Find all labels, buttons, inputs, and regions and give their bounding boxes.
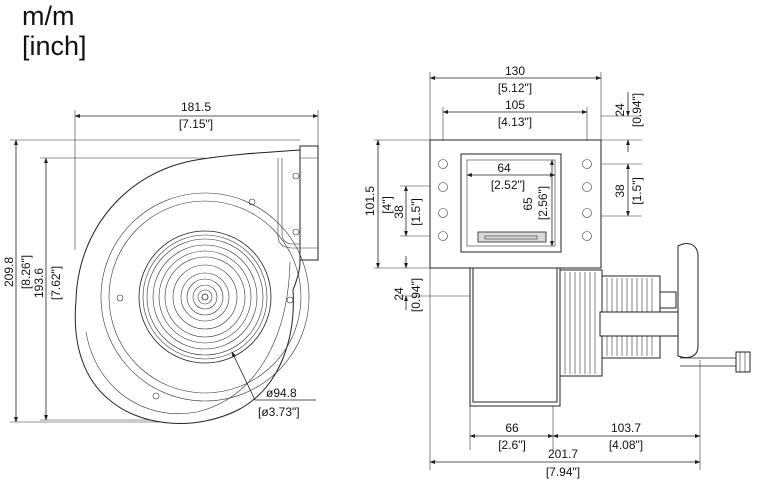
scroll-housing xyxy=(74,149,301,424)
dim-top-offset-in: [0.94"] xyxy=(630,93,644,127)
dim-flange-width-mm: 130 xyxy=(505,64,525,78)
dim-housing-depth-in: [2.6"] xyxy=(498,438,526,452)
dim-outlet-height-in: [2.56"] xyxy=(536,186,550,220)
dim-hole-pitch-left-in: [1.5"] xyxy=(409,198,423,226)
dim-outlet-width-mm: 64 xyxy=(497,161,511,175)
dim-outlet-width-in: [2.52"] xyxy=(491,178,525,192)
dim-top-offset-mm: 24 xyxy=(613,103,627,117)
dim-bottom-offset-in: [0.94"] xyxy=(409,278,423,312)
dim-overall-length-in: [7.94"] xyxy=(546,465,580,479)
motor-end-cap xyxy=(677,243,699,359)
dim-flange-height-in: [4"] xyxy=(380,196,394,214)
dim-motor-length-mm: 103.7 xyxy=(611,421,641,435)
dim-impeller-diameter-in: [ø3.73"] xyxy=(258,405,300,419)
dim-front-height-mm: 193.6 xyxy=(32,268,46,298)
dim-flange-height-mm: 101.5 xyxy=(363,186,377,216)
motor-hub xyxy=(559,269,603,377)
dim-front-total-height-in: [8.26"] xyxy=(19,255,33,289)
dim-hole-span-in: [4.13"] xyxy=(498,115,532,129)
side-view: 130 [5.12"] 105 [4.13"] 64 [2.52"] 65 [2… xyxy=(363,64,751,479)
dim-flange-width-in: [5.12"] xyxy=(498,81,532,95)
dim-hole-span-mm: 105 xyxy=(505,98,525,112)
dim-housing-depth-mm: 66 xyxy=(505,421,519,435)
dim-front-width-in: [7.15"] xyxy=(179,117,213,131)
unit-label-inch: [inch] xyxy=(22,31,87,61)
dim-hole-pitch-right-in: [1.5"] xyxy=(630,177,644,205)
cable-connector xyxy=(735,351,751,373)
dim-bottom-offset-mm: 24 xyxy=(392,287,406,301)
dim-motor-length-in: [4.08"] xyxy=(609,438,643,452)
dim-front-total-height-mm: 209.8 xyxy=(2,257,16,287)
dim-front-height-in: [7.62"] xyxy=(49,266,63,300)
dim-hole-pitch-left-mm: 38 xyxy=(392,205,406,219)
unit-label-mm: m/m xyxy=(22,1,75,31)
outlet-flange xyxy=(299,145,319,261)
front-view: 181.5 [7.15"] 209.8 [8.26"] 193.6 [7.62"… xyxy=(2,100,319,424)
dim-front-width-mm: 181.5 xyxy=(181,100,211,114)
dim-outlet-height-mm: 65 xyxy=(521,197,535,211)
dim-impeller-diameter-mm: ø94.8 xyxy=(266,386,297,400)
dim-overall-length-mm: 201.7 xyxy=(548,447,578,461)
dim-hole-pitch-right-mm: 38 xyxy=(613,184,627,198)
